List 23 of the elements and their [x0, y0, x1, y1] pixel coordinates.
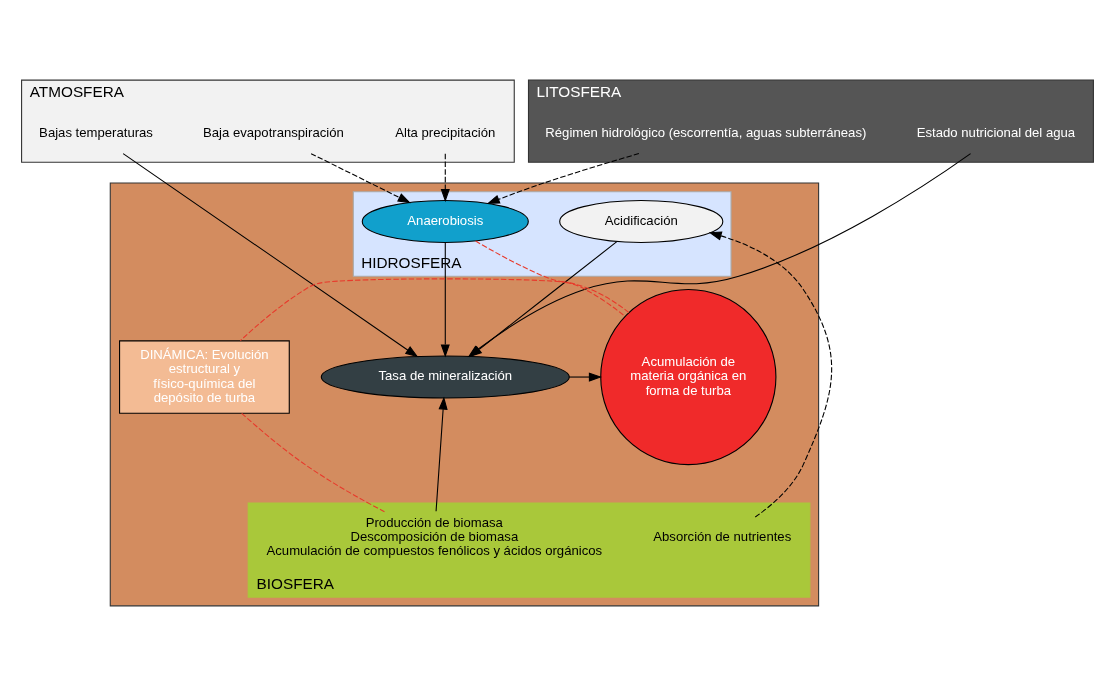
- node-ellipse: Tasa de mineralización: [320, 355, 570, 399]
- node-text: Alta precipitación: [395, 125, 496, 141]
- node-text: Producción de biomasa Descomposición de biomasa Acumulación de compuestos fenólicos y ácidos orgánicos: [266, 514, 603, 559]
- node-text: Baja evapotranspiración: [202, 125, 344, 141]
- node-circle: Acumulación de materia orgánica en forma de turba: [600, 288, 777, 466]
- arrow: [708, 231, 833, 519]
- arrow: [122, 153, 419, 358]
- connector: [475, 240, 626, 317]
- connector: [241, 412, 385, 513]
- connector: [239, 278, 630, 342]
- arrow: [310, 153, 411, 204]
- node-text: Estado nutricional del agua: [916, 125, 1076, 141]
- arrow: [486, 153, 640, 204]
- arrow: [440, 153, 450, 203]
- arrow: [435, 396, 448, 512]
- cluster: [109, 182, 820, 607]
- node-text: Régimen hidrológico (escorrentía, aguas subterráneas): [545, 125, 867, 141]
- node-box: DINÁMICA: Evolución estructural y físico-química del depósito de turba: [119, 340, 290, 414]
- node-text: Absorción de nutrientes: [653, 528, 792, 544]
- node-text: Bajas temperaturas: [39, 125, 153, 141]
- node-ellipse: Anaerobiosis: [361, 199, 529, 243]
- arrow: [440, 242, 450, 358]
- arrow: [568, 372, 602, 382]
